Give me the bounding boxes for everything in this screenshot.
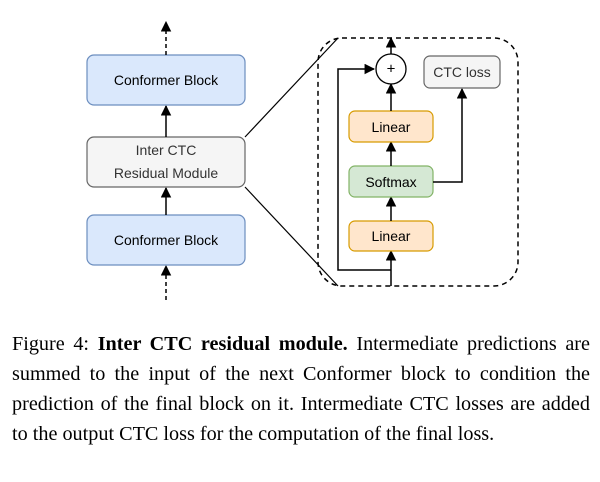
- inter-ctc-label-line2: Residual Module: [114, 165, 218, 181]
- caption-title: Inter CTC residual module.: [97, 333, 348, 355]
- zoom-line-top: [244, 37, 339, 138]
- conformer-block-bottom-label: Conformer Block: [114, 232, 219, 248]
- inter-ctc-diagram: Conformer Block Inter CTC Residual Modul…: [86, 20, 519, 300]
- conformer-block-top-label: Conformer Block: [114, 72, 219, 88]
- arrow-softmax-to-ctc-loss: [433, 87, 468, 183]
- detail-frame: [317, 37, 519, 287]
- caption-text: Intermediate pre­dictions are summed to …: [12, 333, 590, 445]
- linear-bottom-label: Linear: [372, 228, 411, 244]
- linear-top-label: Linear: [372, 119, 411, 135]
- inter-ctc-label-line1: Inter CTC: [136, 142, 197, 158]
- ctc-loss-label: CTC loss: [433, 64, 491, 80]
- plus-sign: +: [387, 61, 396, 78]
- figure-caption: Figure 4: Inter CTC residual module. Int…: [12, 329, 590, 449]
- caption-label: Figure 4:: [12, 333, 98, 355]
- softmax-label: Softmax: [365, 174, 416, 190]
- residual-path: [337, 63, 391, 271]
- zoom-line-bottom: [244, 186, 339, 287]
- ctc-loss-box: [423, 55, 501, 89]
